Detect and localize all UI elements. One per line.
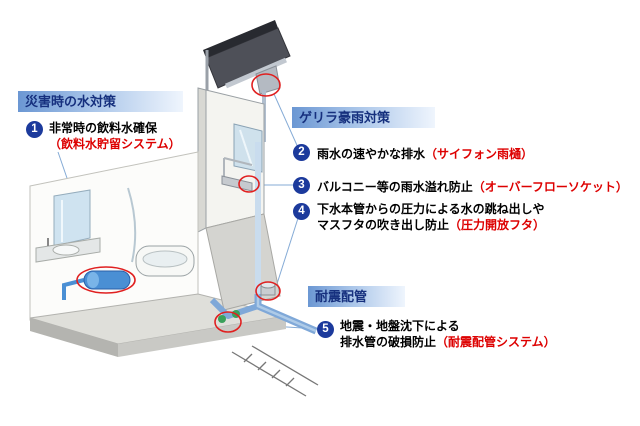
inspection-chamber — [260, 281, 276, 296]
item-5-system-name: （耐震配管システム） — [436, 335, 556, 349]
drain-pipes — [209, 142, 318, 335]
item-1-system-name: （飲料水貯留システム） — [49, 137, 181, 151]
bathtub — [135, 245, 195, 277]
item-5-number-badge: 5 — [317, 321, 334, 338]
leader-line-2 — [273, 93, 301, 153]
item-5-text-line2: 排水管の破損防止（耐震配管システム） — [340, 333, 556, 350]
leader-line-4 — [275, 211, 301, 288]
item-2-text: 雨水の速やかな排水（サイフォン雨樋） — [317, 145, 533, 162]
highlight-water-tank — [76, 266, 136, 294]
item-4-number-badge: 4 — [293, 203, 310, 220]
foundation — [205, 213, 281, 311]
item-3-text: バルコニー等の雨水溢れ防止（オーバーフローソケット） — [317, 178, 628, 195]
item-4-system-name: （圧力開放フタ） — [449, 218, 546, 232]
item-3-label: バルコニー等の雨水溢れ防止 — [317, 180, 473, 194]
highlight-pressure-lid — [255, 281, 281, 301]
ground-lines — [231, 345, 319, 397]
item-2-system-name: （サイフォン雨樋） — [425, 147, 534, 161]
item-5-text-line1: 地震・地盤沈下による — [340, 319, 460, 333]
item-4-text-line2: マスフタの吹き出し防止（圧力開放フタ） — [317, 216, 545, 233]
vanity-sink — [35, 237, 101, 263]
header-rainstorm-measures: ゲリラ豪雨対策 — [292, 107, 435, 128]
mirror — [53, 189, 91, 247]
item-1-number-badge: 1 — [26, 121, 43, 138]
item-4-text-line1: 下水本管からの圧力による水の跳ね出しや — [317, 202, 545, 216]
header-disaster-water-measures: 災害時の水対策 — [18, 91, 183, 112]
highlight-gutter — [251, 73, 281, 97]
water-storage-tank — [62, 270, 131, 300]
highlight-circles — [76, 73, 281, 333]
item-4-label: マスフタの吹き出し防止 — [317, 218, 450, 232]
shower-partition — [127, 187, 137, 263]
item-5-label: 排水管の破損防止 — [340, 335, 437, 349]
item-2-number-badge: 2 — [293, 144, 310, 161]
item-3-number-badge: 3 — [293, 177, 310, 194]
header-seismic-piping: 耐震配管 — [308, 286, 405, 307]
highlight-seismic-pipe — [214, 311, 242, 333]
item-3-system-name: （オーバーフローソケット） — [472, 180, 628, 194]
item-2-label: 雨水の速やかな排水 — [317, 147, 426, 161]
item-1-text: 非常時の飲料水確保 — [49, 121, 158, 135]
highlight-balcony-overflow — [238, 175, 260, 193]
